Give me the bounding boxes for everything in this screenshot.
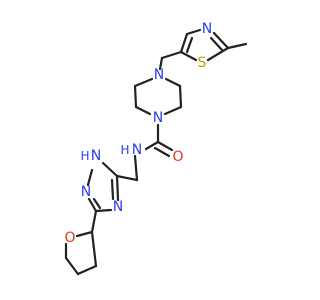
triazole-n4-label: N [113,199,123,215]
bond-thiazole-c4-c5-double [185,36,194,54]
bond-pip-1 [133,77,154,88]
bond-thf-c5-c4 [64,256,80,276]
bond-triazole-n4-c5-double [110,178,115,201]
triazole-n1-label: N [91,148,101,164]
bond-carbonyl-nh [144,140,160,151]
bond-nh-ch2 [133,154,139,182]
bond-thiazole-n-c4 [185,28,202,36]
bond-methyl [226,42,248,50]
bond-carbonyl-double [153,146,171,158]
bond-ch2-pip-n [158,56,164,71]
bond-pip-4 [163,105,183,116]
bond-carbonyl [156,140,174,152]
atom-labels: N S N N O H N H N N N O [64,21,212,246]
bond-pip-2 [133,84,138,109]
triazole-n2-label: N [81,184,91,200]
triazole-n1-h-label: H [80,149,89,163]
bond-triazole-n2-c3 [87,197,98,213]
bond-triazole-n4-c5 [115,174,120,202]
bond-triazole-c3-n4 [94,208,113,213]
thf-o-label: O [64,230,75,246]
amide-nh-n-label: N [132,142,142,158]
thiazole-n-label: N [202,21,212,37]
bond-thiazole-c2-n [212,31,230,50]
bond-thiazole-c2-n-double [209,36,224,52]
bonds [64,28,248,276]
bond-triazole-n1-n2 [86,168,94,187]
bond-thf-c2-o [75,230,94,238]
bond-thf-c4-c3 [76,264,98,276]
bond-thiazole-c4-c5 [179,32,189,54]
bond-triazole-c5-n1 [101,161,119,178]
molecule-structure-diagram: N S N N O H N H N N N O [64,21,248,276]
amide-nh-h-label: H [120,143,129,157]
bond-thf-c3-c2 [90,230,98,268]
bond-pip-6 [164,77,182,88]
bond-thiazole-c5-s [179,50,198,62]
molecule-svg: N S N N O H N H N N N O [64,21,248,276]
bond-ch2-triazole [115,174,139,182]
bond-triazole-n2-c3-double [92,197,102,210]
amide-o-label: O [172,149,183,165]
thiazole-s-label: S [198,55,207,71]
bond-ch2-thiazole [160,50,183,60]
bond-pip-3 [134,105,152,116]
bond-pip-5 [178,84,183,109]
bond-triazole-thf [90,209,98,234]
piperazine-n-top-label: N [154,67,164,83]
piperazine-n-bottom-label: N [153,110,163,126]
bond-thiazole-s-c2 [206,46,230,62]
